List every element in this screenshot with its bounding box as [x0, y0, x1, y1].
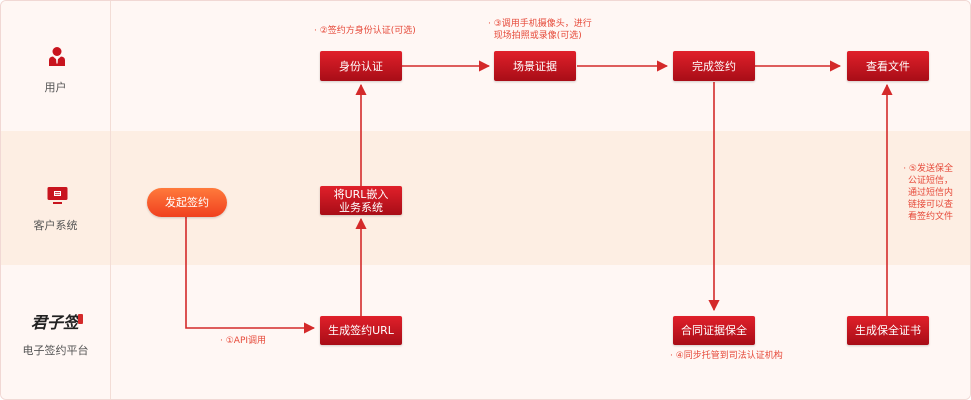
view-file-node[interactable]: 查看文件 — [847, 51, 929, 81]
complete-signing-node[interactable]: 完成签约 — [673, 51, 755, 81]
note-step4: · ④同步托管到司法认证机构 — [670, 351, 783, 361]
embed-url-node[interactable]: 将URL嵌入 业务系统 — [320, 186, 402, 215]
lane-label-client-system: 客户系统 — [33, 219, 78, 232]
generate-certificate-node[interactable]: 生成保全证书 — [847, 316, 929, 345]
identity-auth-node[interactable]: 身份认证 — [320, 51, 402, 81]
generate-url-node[interactable]: 生成签约URL — [320, 316, 402, 345]
note-step5: · ⑤发送保全 公证短信， 通过短信内 链接可以查 看签约文件 — [903, 164, 953, 222]
lane-label-user: 用户 — [44, 81, 67, 94]
logo-seal — [78, 314, 83, 324]
scene-evidence-node[interactable]: 场景证据 — [494, 51, 576, 81]
contract-preservation-node[interactable]: 合同证据保全 — [673, 316, 755, 345]
note-step2: · ②签约方身份认证(可选) — [314, 26, 416, 36]
arrow-start-to-genurl — [185, 217, 316, 334]
lane-label-platform: 电子签约平台 — [22, 344, 89, 357]
lane-divider — [110, 1, 111, 399]
lane-platform — [1, 265, 970, 399]
note-step1: · ①API调用 — [220, 336, 267, 346]
logo-text: 君子签 — [31, 313, 80, 332]
junzi-qian-logo: 君子签 — [31, 309, 83, 333]
monitor-icon — [47, 186, 68, 206]
user-icon — [48, 46, 66, 66]
note-step3: · ③调用手机摄像头，进行 现场拍照或录像(可选) — [488, 19, 592, 41]
start-signing-button[interactable]: 发起签约 — [147, 188, 227, 217]
